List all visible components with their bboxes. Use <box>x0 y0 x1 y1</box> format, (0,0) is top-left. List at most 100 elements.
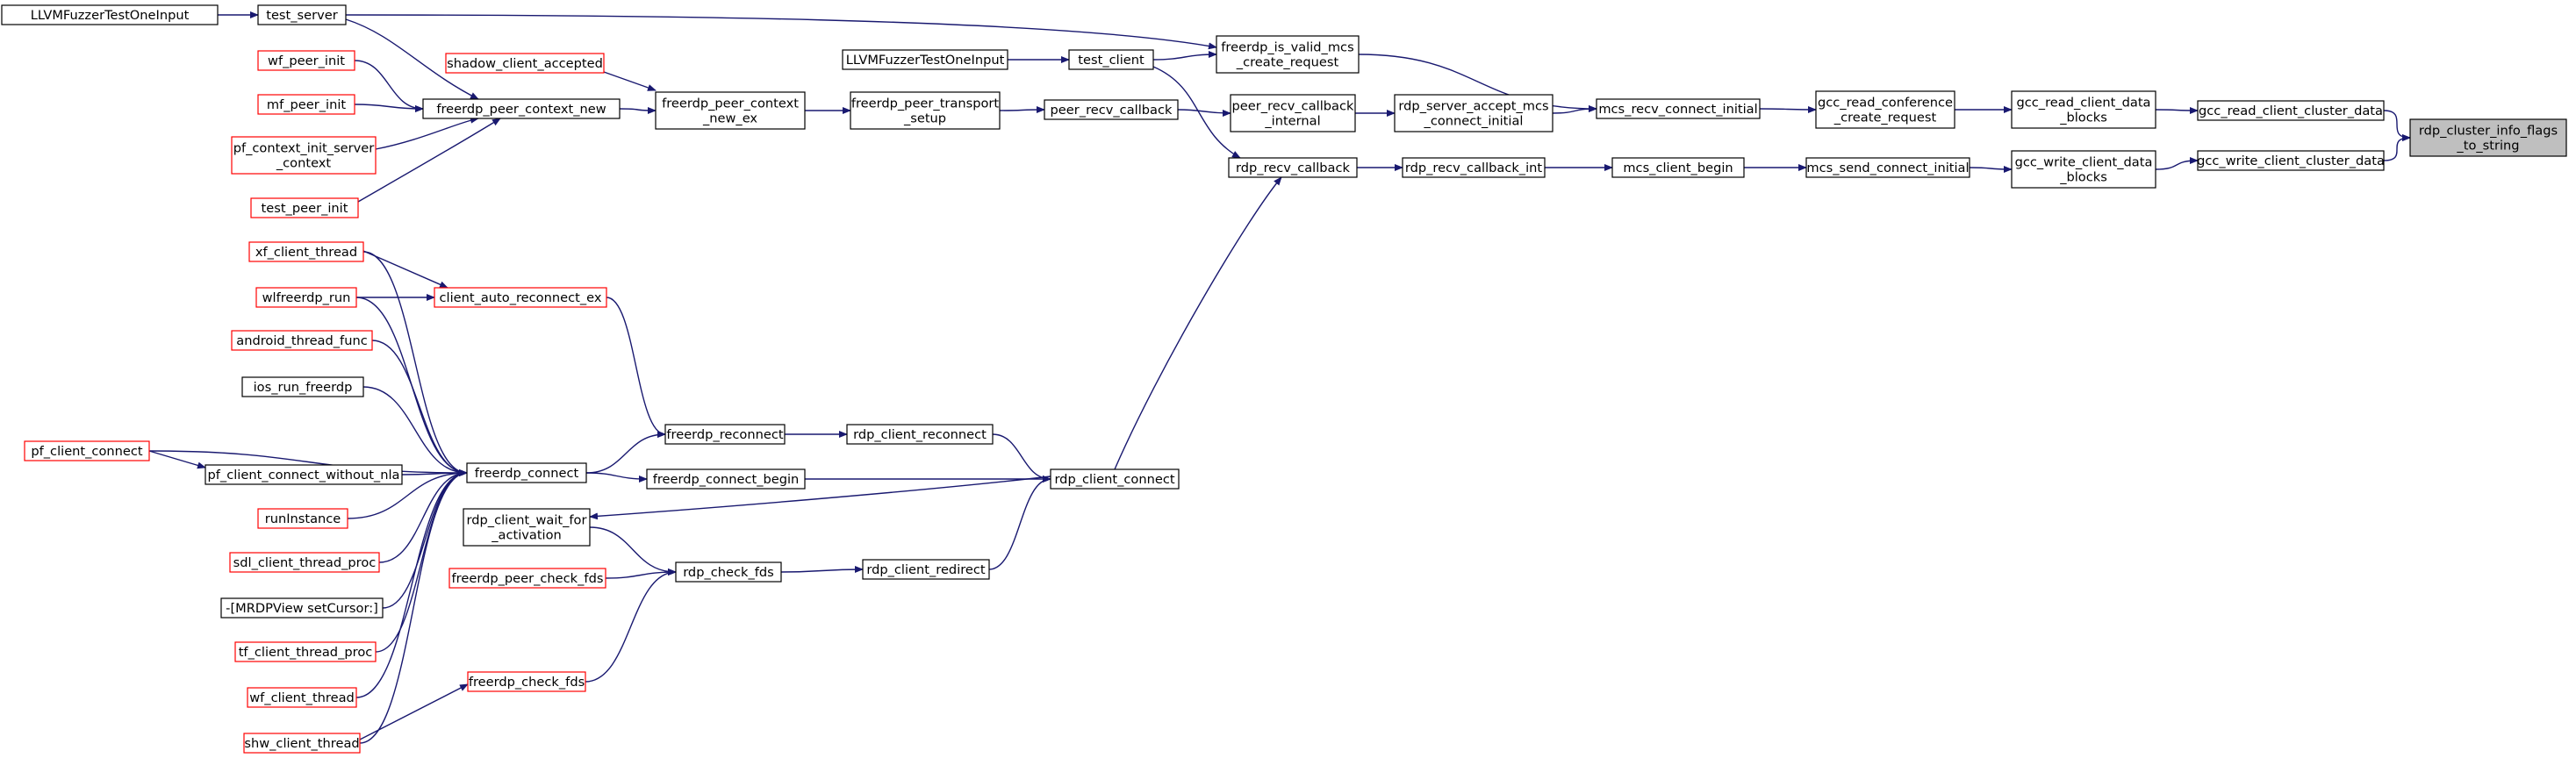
edge-n43-n33 <box>148 450 468 476</box>
node-gcc-read-conference-create-request[interactable]: gcc_read_conference_create_request <box>1815 90 1955 129</box>
node-box <box>1050 468 1180 490</box>
node-box <box>1 4 219 25</box>
edge-n28-n19 <box>992 433 1051 483</box>
node-rdp-client-wait-for-activation[interactable]: rdp_client_wait_for_activation <box>463 508 591 547</box>
node-box <box>646 468 806 490</box>
node-mcs-recv-connect-initial[interactable]: mcs_recv_connect_initial <box>1596 98 1761 119</box>
node-freerdp-connect[interactable]: freerdp_connect <box>466 462 587 483</box>
node-rdp-server-accept-mcs-connect-initial[interactable]: rdp_server_accept_mcs_connect_initial <box>1394 94 1553 132</box>
node-freerdp-peer-context-new-ex[interactable]: freerdp_peer_context_new_ex <box>655 91 806 130</box>
edge-n12-n9 <box>345 14 1217 50</box>
node-freerdp-check-fds[interactable]: freerdp_check_fds <box>467 671 586 692</box>
node-gcc-write-client-cluster-data[interactable]: gcc_write_client_cluster_data <box>2197 150 2385 171</box>
node-box <box>2197 150 2385 171</box>
edge-n2-n0 <box>2383 134 2411 161</box>
node-wf-client-thread[interactable]: wf_client_thread <box>247 687 357 708</box>
node-label: client_auto_reconnect_ex <box>439 290 601 305</box>
node-box <box>1068 49 1154 70</box>
node-wlfreerdp-run[interactable]: wlfreerdp_run <box>255 287 357 308</box>
node-pf-client-connect-without-nla[interactable]: pf_client_connect_without_nla <box>205 464 403 485</box>
node-freerdp-peer-transport-setup[interactable]: freerdp_peer_transport_setup <box>850 91 1001 130</box>
node-llvmfuzzertestoneinput[interactable]: LLVMFuzzerTestOneInput <box>1 4 219 25</box>
node-box <box>1805 157 1970 178</box>
node-label: _to_string <box>2456 139 2519 154</box>
node-mcs-send-connect-initial[interactable]: mcs_send_connect_initial <box>1805 157 1970 178</box>
node-box <box>1402 157 1546 178</box>
node-llvmfuzzertestoneinput[interactable]: LLVMFuzzerTestOneInput <box>842 49 1008 70</box>
node-rdp-client-reconnect[interactable]: rdp_client_reconnect <box>846 424 994 445</box>
node-box <box>1228 157 1358 178</box>
node-freerdp-peer-check-fds[interactable]: freerdp_peer_check_fds <box>448 568 606 589</box>
node-box <box>257 50 355 71</box>
node-freerdp-connect-begin[interactable]: freerdp_connect_begin <box>646 468 806 490</box>
node-wf-peer-init[interactable]: wf_peer_init <box>257 50 355 71</box>
node-rdp-check-fds[interactable]: rdp_check_fds <box>675 561 782 583</box>
node-freerdp-is-valid-mcs-create-request[interactable]: freerdp_is_valid_mcs_create_request <box>1216 35 1360 74</box>
node-box <box>257 94 355 115</box>
node-label: rdp_cluster_info_flags <box>2419 124 2558 139</box>
node-box <box>250 197 359 218</box>
edge-n34-n32 <box>589 526 677 576</box>
node-box <box>434 287 607 308</box>
node-label: gcc_write_client_data <box>2015 155 2153 170</box>
node-label: sdl_client_thread_proc <box>233 555 377 570</box>
node-box <box>445 53 605 74</box>
node-freerdp-peer-context-new[interactable]: freerdp_peer_context_new <box>422 98 621 119</box>
node-runinstance[interactable]: runInstance <box>257 508 348 529</box>
node-test-server[interactable]: test_server <box>257 4 347 25</box>
node-label: peer_recv_callback <box>1232 99 1354 114</box>
node-label: rdp_recv_callback_int <box>1405 161 1543 175</box>
edge-n47-n33 <box>375 469 468 653</box>
node-box <box>463 508 591 547</box>
edge-n41-n33 <box>362 386 468 476</box>
node-pf-context-init-server-context[interactable]: pf_context_init_server_context <box>231 136 377 175</box>
node-sdl-client-thread-proc[interactable]: sdl_client_thread_proc <box>229 552 380 573</box>
node-box <box>247 687 357 708</box>
edge-n19-n15 <box>1114 176 1282 470</box>
node-label: mcs_recv_connect_initial <box>1598 102 1757 117</box>
node-mf-peer-init[interactable]: mf_peer_init <box>257 94 355 115</box>
node-box <box>1611 157 1745 178</box>
node-peer-recv-callback[interactable]: peer_recv_callback <box>1044 99 1179 120</box>
node-rdp-cluster-info-flags-to-string[interactable]: rdp_cluster_info_flags_to_string <box>2409 118 2567 157</box>
node-label: _create_request <box>1236 55 1339 70</box>
node-gcc-read-client-data-blocks[interactable]: gcc_read_client_data_blocks <box>2011 90 2156 129</box>
edge-n6-n4 <box>1969 165 2013 173</box>
node-gcc-read-client-cluster-data[interactable]: gcc_read_client_cluster_data <box>2197 100 2385 121</box>
node-label: test_client <box>1078 53 1144 68</box>
node-label: freerdp_connect_begin <box>653 472 800 487</box>
node-box <box>1815 90 1955 129</box>
node-ios-run-freerdp[interactable]: ios_run_freerdp <box>241 376 364 397</box>
edge-n22-n21 <box>619 106 657 114</box>
node-label: wf_peer_init <box>268 54 345 68</box>
node-mcs-client-begin[interactable]: mcs_client_begin <box>1611 157 1745 178</box>
node-tf-client-thread-proc[interactable]: tf_client_thread_proc <box>234 641 377 662</box>
node-label: wf_client_thread <box>249 690 355 705</box>
node-label: gcc_read_client_data <box>2016 96 2150 111</box>
node-mrdpview-setcursor[interactable]: -[MRDPView setCursor:] <box>220 597 384 619</box>
edge-n19-n34 <box>589 476 1051 520</box>
node-xf-client-thread[interactable]: xf_client_thread <box>248 241 364 262</box>
edge-n45-n33 <box>378 469 468 563</box>
node-shadow-client-accepted[interactable]: shadow_client_accepted <box>445 53 605 74</box>
edge-n36-n32 <box>605 568 677 579</box>
node-box <box>234 641 377 662</box>
node-box <box>1044 99 1179 120</box>
node-rdp-client-redirect[interactable]: rdp_client_redirect <box>862 559 990 580</box>
edge-n27-n22 <box>357 118 501 203</box>
node-rdp-client-connect[interactable]: rdp_client_connect <box>1050 468 1180 490</box>
node-android-thread-func[interactable]: android_thread_func <box>231 330 373 351</box>
node-test-peer-init[interactable]: test_peer_init <box>250 197 359 218</box>
node-gcc-write-client-data-blocks[interactable]: gcc_write_client_data_blocks <box>2011 150 2156 189</box>
node-rdp-recv-callback[interactable]: rdp_recv_callback <box>1228 157 1358 178</box>
edge-n9-n7 <box>1358 54 1597 112</box>
node-pf-client-connect[interactable]: pf_client_connect <box>24 440 150 461</box>
node-freerdp-reconnect[interactable]: freerdp_reconnect <box>664 424 786 445</box>
node-rdp-recv-callback-int[interactable]: rdp_recv_callback_int <box>1402 157 1546 178</box>
edge-n18-n14 <box>1177 109 1231 117</box>
node-shw-client-thread[interactable]: shw_client_thread <box>243 733 361 754</box>
node-client-auto-reconnect-ex[interactable]: client_auto_reconnect_ex <box>434 287 607 308</box>
node-label: _connect_initial <box>1424 114 1524 129</box>
node-test-client[interactable]: test_client <box>1068 49 1154 70</box>
node-peer-recv-callback-internal[interactable]: peer_recv_callback_internal <box>1230 94 1356 132</box>
